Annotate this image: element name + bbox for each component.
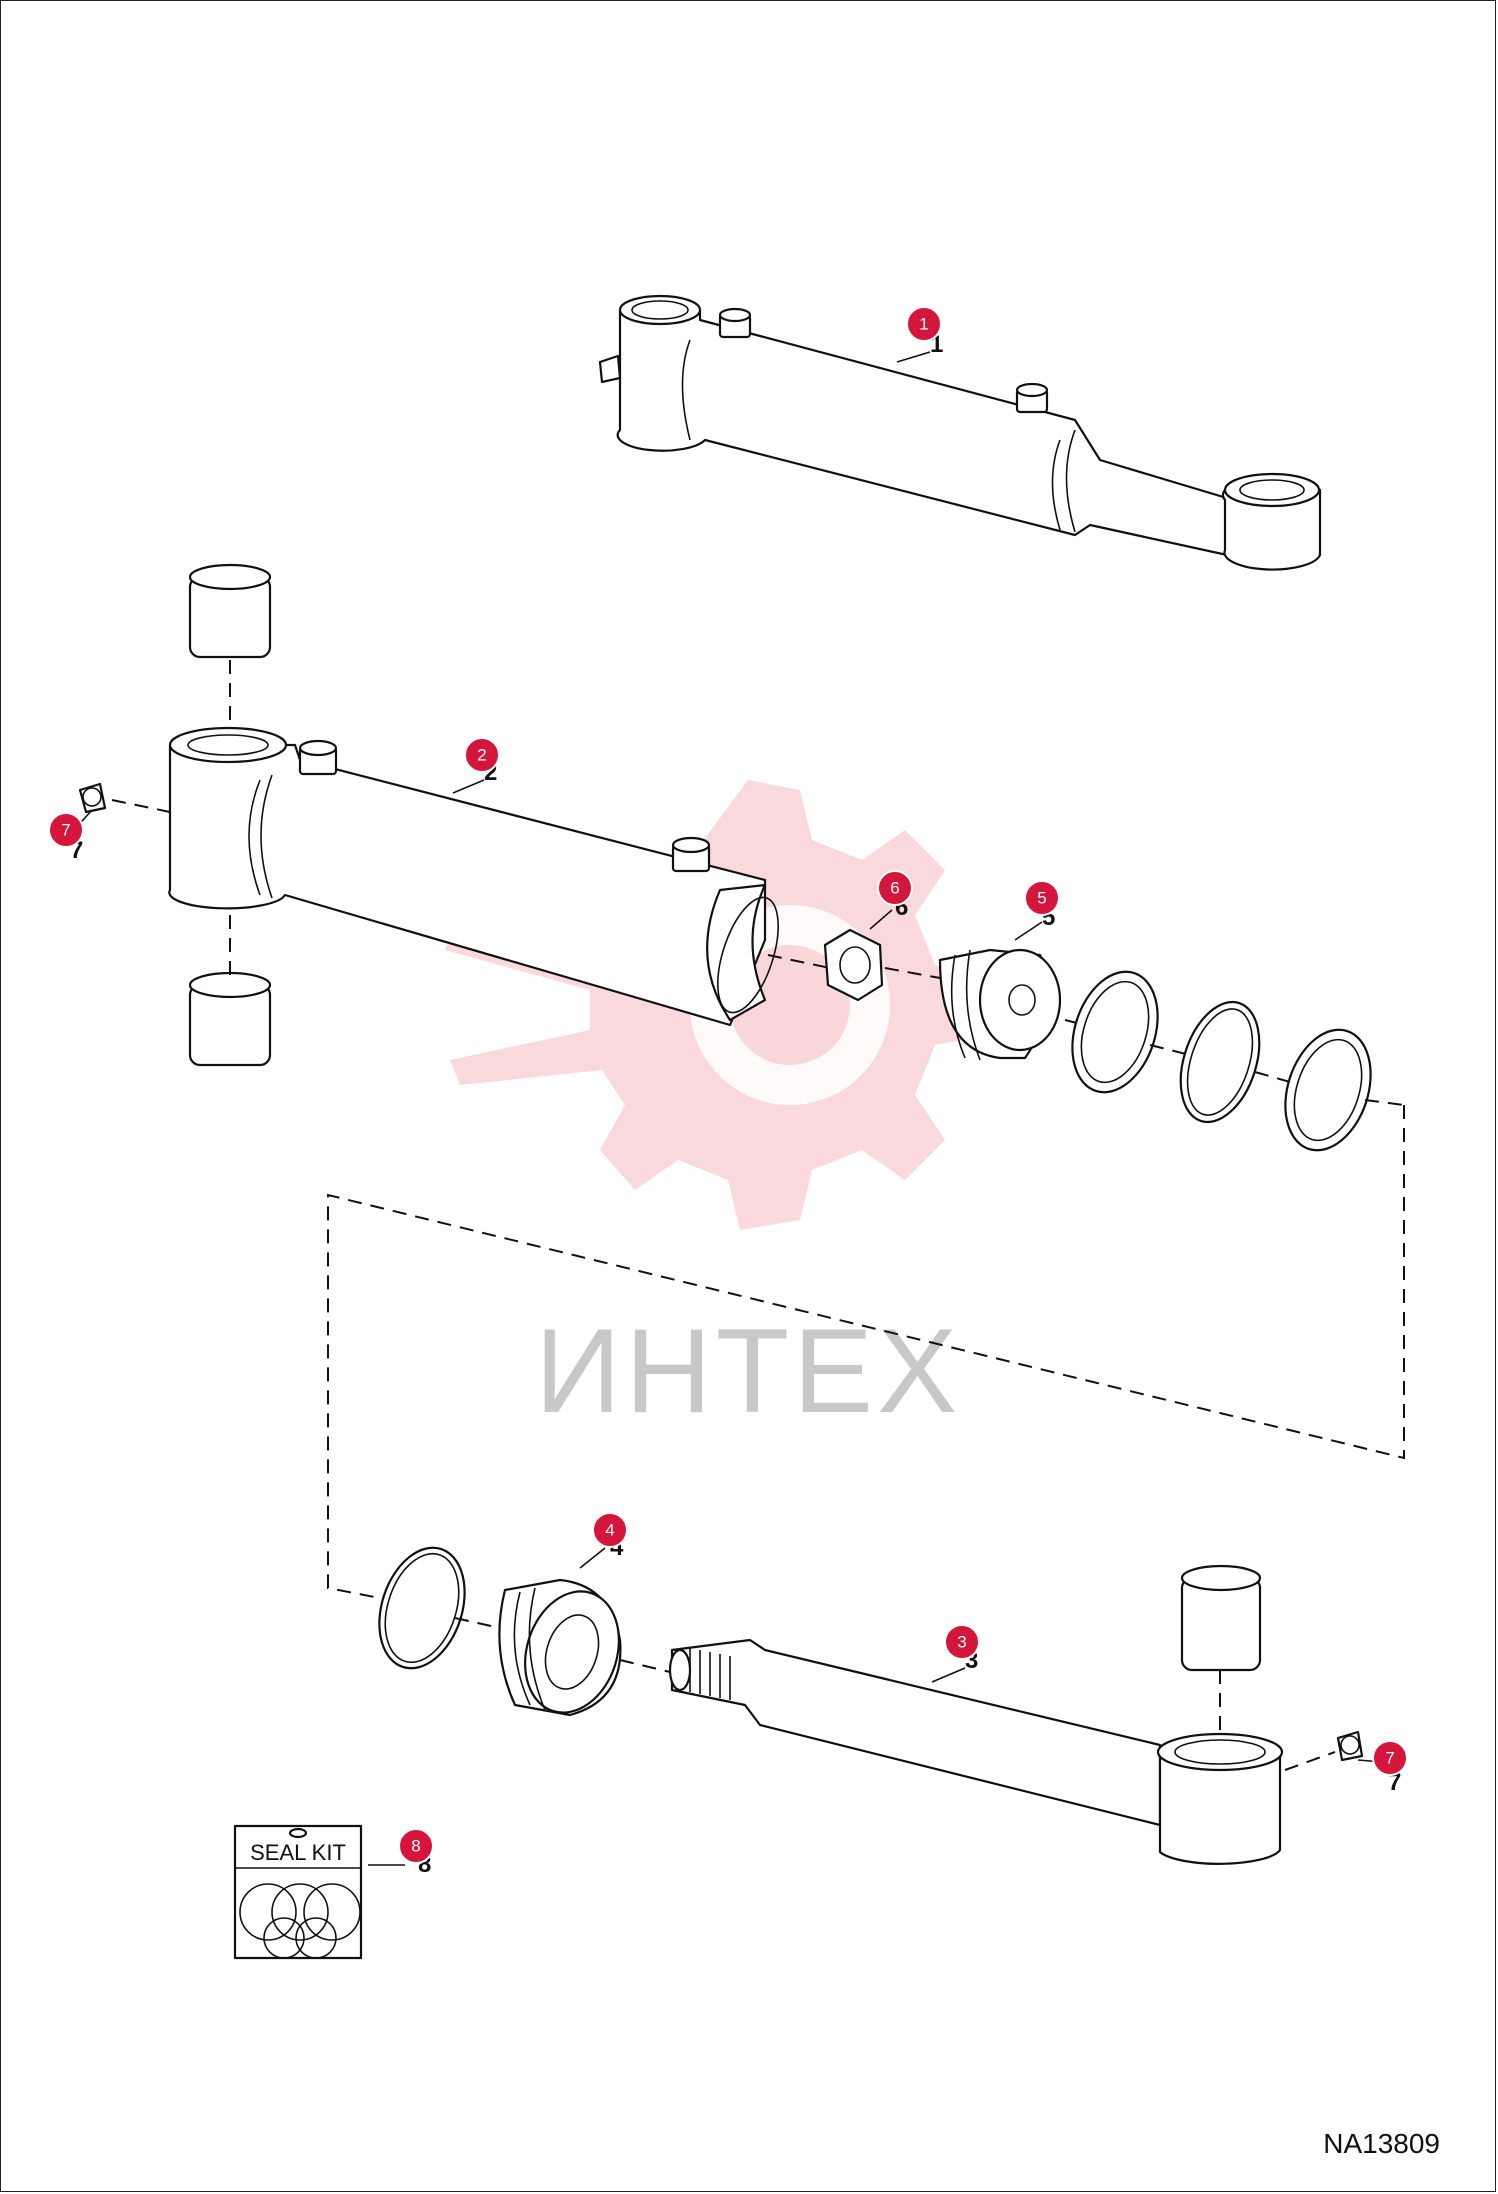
svg-text:8: 8	[411, 1837, 420, 1856]
callout-1[interactable]: 1	[906, 306, 942, 342]
callout-6[interactable]: 6	[877, 870, 913, 906]
watermark-text: ИНТЕХ	[535, 1304, 961, 1438]
nut-part	[767, 928, 941, 1002]
svg-text:7: 7	[1385, 1749, 1394, 1768]
callout-4[interactable]: 4	[592, 1512, 628, 1548]
leader-lines	[73, 351, 1383, 1866]
oring-part	[378, 1546, 501, 1670]
assembly-path-line	[327, 1105, 1405, 1601]
callout-7-left[interactable]: 7	[48, 812, 84, 848]
callout-7-right[interactable]: 7	[1372, 1740, 1408, 1776]
svg-text:5: 5	[1037, 889, 1046, 908]
callout-3[interactable]: 3	[944, 1624, 980, 1660]
seal-kit-box	[233, 1824, 363, 1960]
svg-text:7: 7	[61, 821, 70, 840]
gland-part	[498, 1578, 671, 1717]
cylinder-assembly	[598, 294, 1322, 571]
svg-text:2: 2	[477, 746, 486, 765]
callout-8[interactable]: 8	[398, 1828, 434, 1864]
callout-5[interactable]: 5	[1024, 880, 1060, 916]
seal-rings	[1064, 970, 1405, 1152]
seal-kit-label: SEAL KIT	[250, 1840, 346, 1865]
svg-text:3: 3	[957, 1633, 966, 1652]
svg-text:4: 4	[605, 1521, 614, 1540]
piston-part	[938, 948, 1062, 1061]
rod-part	[668, 1564, 1364, 1865]
svg-text:6: 6	[890, 879, 899, 898]
drawing-code: NA13809	[1323, 2128, 1440, 2159]
callout-2[interactable]: 2	[464, 737, 500, 773]
svg-text:1: 1	[919, 315, 928, 334]
cylinder-barrel	[78, 563, 779, 1067]
